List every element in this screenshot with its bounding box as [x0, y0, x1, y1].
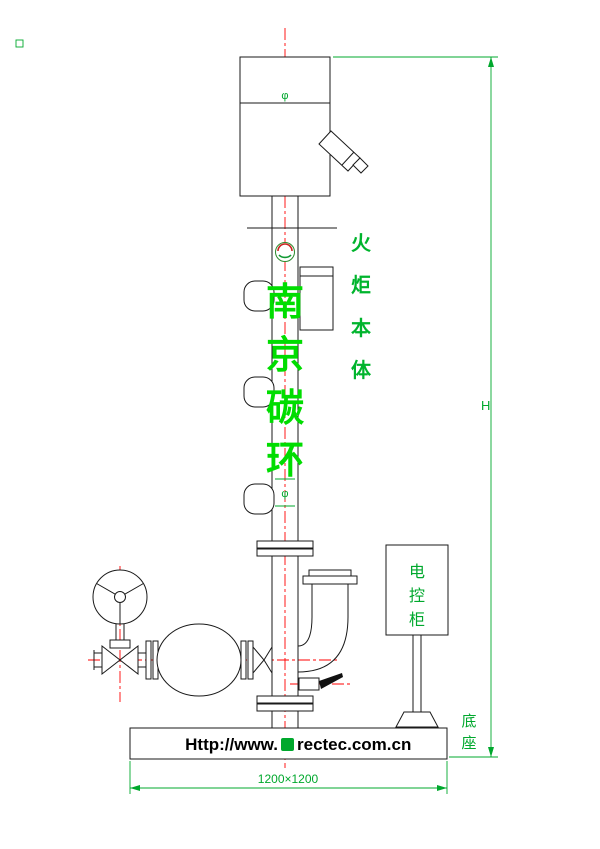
base-url-suffix: rectec.com.cn: [297, 735, 411, 754]
base: Http://www. rectec.com.cn: [129, 727, 448, 760]
riser-labels: 火 炬 本 体 南 京 碳 环: [266, 232, 372, 482]
elbow-flange: [302, 575, 358, 585]
guide-bracket-2: [243, 376, 275, 408]
flange-upper-a: [256, 540, 314, 549]
watermark-char-1: 南: [266, 282, 304, 324]
pipe-diameter-label: φ: [281, 488, 288, 500]
handwheel-hub: [114, 591, 126, 603]
flare-body-char-2: 炬: [351, 274, 371, 297]
ball-valve-lever: [319, 673, 343, 689]
seal-drum: [156, 623, 242, 697]
height-arrow-top: [488, 57, 494, 67]
watermark-char-3: 碳: [266, 388, 305, 430]
base-arrow-right: [437, 785, 447, 791]
flare-body-char-4: 体: [351, 358, 372, 382]
flange-lower-b: [256, 703, 314, 712]
cabinet-box: [385, 544, 449, 636]
watermark-char-2: 京: [266, 335, 304, 377]
flare-tip-body: [239, 56, 331, 197]
logo-green-arc: [278, 254, 292, 259]
elbow-inner-arc: [297, 616, 313, 647]
right-assembly: [297, 569, 358, 691]
logo-circle: [275, 242, 295, 262]
flange-lower-a: [256, 695, 314, 704]
ball-valve-body: [298, 677, 320, 691]
reducer-right: [263, 645, 273, 675]
logo-emblem: [275, 242, 295, 262]
pilot-burner-tip: [352, 157, 369, 174]
globe-valve-right: [119, 644, 139, 676]
control-cabinet: 电 控 柜: [385, 544, 449, 728]
guide-bracket-3: [243, 483, 275, 515]
reducer-left: [252, 645, 265, 675]
cabinet-label-char-3: 柜: [409, 611, 425, 629]
height-dim-label: H: [481, 398, 490, 413]
cabinet-label-char-2: 控: [409, 587, 425, 605]
cabinet-label-char-1: 电: [409, 563, 425, 581]
cabinet-foot: [395, 711, 439, 728]
watermark-char-4: 环: [266, 440, 304, 482]
base-arrow-left: [130, 785, 140, 791]
left-assembly: [92, 569, 273, 697]
stack-riser: φ: [243, 196, 337, 728]
valve-bonnet: [109, 639, 131, 649]
corner-mark: [15, 39, 24, 48]
guide-bracket-1: [243, 280, 275, 312]
ignition-device-box: [299, 266, 334, 331]
base-label-char-2: 座: [461, 735, 476, 752]
elbow-outer-arc: [297, 616, 349, 673]
flare-body-char-3: 本: [351, 317, 371, 340]
handwheel-spoke-2: [96, 583, 116, 595]
flare-body-char-1: 火: [351, 232, 372, 255]
elbow-cap-top: [308, 569, 352, 577]
tip-diameter-label: φ: [281, 90, 288, 102]
flange-upper-b: [256, 548, 314, 557]
handwheel-spoke-3: [124, 583, 144, 595]
base-label-char-1: 底: [461, 713, 476, 730]
pilot-burner: [318, 130, 361, 172]
flare-tip: φ: [239, 56, 369, 197]
dimensions: H 1200×1200 底 座: [129, 56, 498, 794]
drum-inlet-flange-a: [145, 640, 152, 680]
base-url-prefix: Http://www.: [185, 735, 278, 754]
drum-outlet-flange-a: [240, 640, 247, 680]
logo-red-arc: [277, 243, 293, 252]
base-dim-label: 1200×1200: [258, 772, 319, 786]
url-logo-square: [281, 738, 294, 751]
height-arrow-bottom: [488, 747, 494, 757]
globe-valve-left: [101, 644, 121, 676]
drum-outlet-flange-b: [247, 640, 254, 680]
pilot-burner-flange: [341, 151, 355, 166]
